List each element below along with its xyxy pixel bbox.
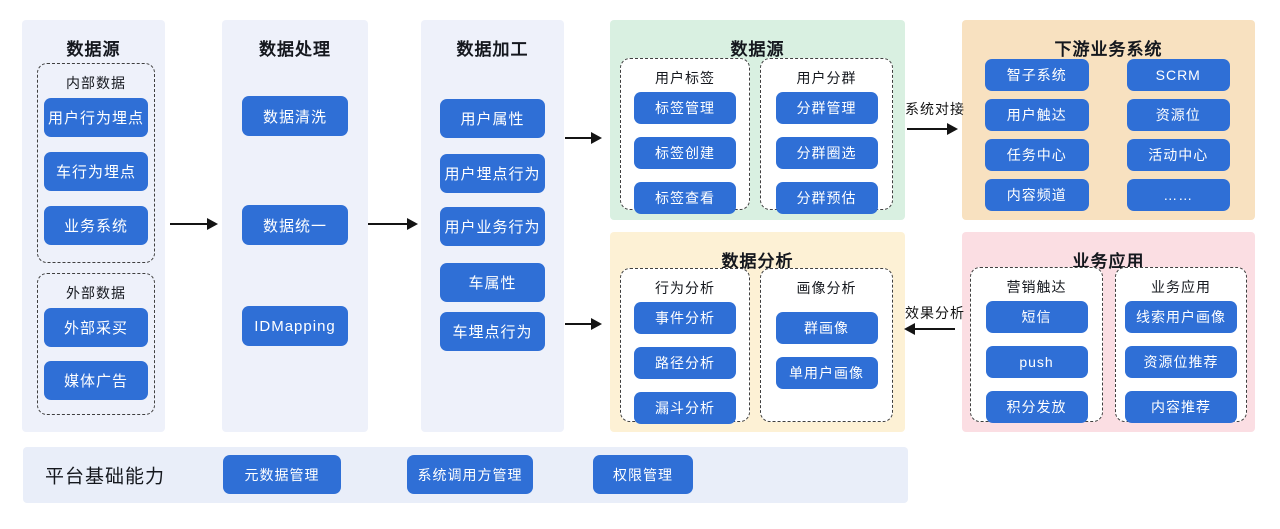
panel-downstream-systems: 下游业务系统 智子系统 SCRM 用户触达 资源位 任务中心 活动中心 内容频道… <box>962 20 1255 220</box>
node-task-center: 任务中心 <box>985 139 1089 171</box>
node-media-ads: 媒体广告 <box>44 361 148 400</box>
footer-title: 平台基础能力 <box>45 466 166 488</box>
node-metadata-management: 元数据管理 <box>223 455 341 494</box>
arrow-system-link-label: 系统对接 <box>905 101 965 117</box>
panel-data-processing: 数据处理 数据清洗 数据统一 IDMapping <box>222 20 368 432</box>
node-user-reach: 用户触达 <box>985 99 1089 131</box>
panel-data-service-title: 数据源 <box>730 40 785 59</box>
group-external-data-label: 外部数据 <box>66 285 126 301</box>
panel-data-refining: 数据加工 用户属性 用户埋点行为 用户业务行为 车属性 车埋点行为 <box>421 20 564 432</box>
node-event-analysis: 事件分析 <box>634 302 736 334</box>
arrow-source-to-processing <box>170 218 218 230</box>
node-content-recommendation: 内容推荐 <box>1125 391 1237 423</box>
node-user-attribute: 用户属性 <box>440 99 545 138</box>
arrow-refining-to-analysis <box>565 318 602 330</box>
footer-platform-capabilities: 平台基础能力 元数据管理 系统调用方管理 权限管理 <box>23 447 908 503</box>
group-profile-analysis: 画像分析 群画像 单用户画像 <box>760 268 893 422</box>
group-business-application: 业务应用 线索用户画像 资源位推荐 内容推荐 <box>1115 267 1247 423</box>
node-path-analysis: 路径分析 <box>634 347 736 379</box>
node-ellipsis: …… <box>1126 179 1230 211</box>
node-lead-user-profile: 线索用户画像 <box>1125 301 1237 333</box>
panel-data-service: 数据源 用户标签 标签管理 标签创建 标签查看 用户分群 分群管理 分群圈选 分… <box>610 20 905 220</box>
node-user-behavior-tracking: 用户行为埋点 <box>44 98 148 137</box>
node-zhizi-system: 智子系统 <box>985 59 1089 91</box>
panel-downstream-systems-title: 下游业务系统 <box>1054 40 1163 59</box>
arrow-refining-to-service <box>565 132 602 144</box>
node-resource-slot-recommendation: 资源位推荐 <box>1125 346 1237 378</box>
node-segment-management: 分群管理 <box>775 92 878 124</box>
panel-data-source-title: 数据源 <box>66 40 121 59</box>
panel-data-analysis: 数据分析 行为分析 事件分析 路径分析 漏斗分析 画像分析 群画像 单用户画像 <box>610 232 905 432</box>
node-business-system: 业务系统 <box>44 206 148 245</box>
node-tag-management: 标签管理 <box>634 92 736 124</box>
panel-data-analysis-title: 数据分析 <box>721 252 794 271</box>
node-points-distribution: 积分发放 <box>985 391 1088 423</box>
node-funnel-analysis: 漏斗分析 <box>634 392 736 424</box>
node-tag-view: 标签查看 <box>634 182 736 214</box>
group-marketing-reach-label: 营销触达 <box>1006 279 1067 295</box>
group-behavior-analysis-label: 行为分析 <box>655 280 715 296</box>
arrow-system-link <box>907 123 958 135</box>
node-segment-estimation: 分群预估 <box>775 182 878 214</box>
node-push: push <box>985 346 1088 378</box>
node-content-channel: 内容频道 <box>985 179 1089 211</box>
panel-business-application: 业务应用 营销触达 短信 push 积分发放 业务应用 线索用户画像 资源位推荐… <box>962 232 1255 432</box>
group-business-application-label: 业务应用 <box>1151 279 1211 295</box>
node-car-behavior-tracking: 车行为埋点 <box>44 152 148 191</box>
arrow-effect-analysis <box>904 323 955 335</box>
node-segment-selection: 分群圈选 <box>775 137 878 169</box>
group-marketing-reach: 营销触达 短信 push 积分发放 <box>970 267 1103 423</box>
group-external-data: 外部数据 外部采买 媒体广告 <box>37 273 155 415</box>
node-data-unification: 数据统一 <box>242 205 348 245</box>
node-scrm: SCRM <box>1126 59 1230 91</box>
node-user-tracking-behavior: 用户埋点行为 <box>440 154 545 193</box>
node-permission-management: 权限管理 <box>593 455 693 494</box>
node-idmapping: IDMapping <box>242 306 348 346</box>
panel-data-processing-title: 数据处理 <box>259 40 331 59</box>
group-internal-data-label: 内部数据 <box>66 75 126 91</box>
panel-data-refining-title: 数据加工 <box>456 40 529 59</box>
group-user-tags-label: 用户标签 <box>655 70 715 86</box>
node-car-tracking-behavior: 车埋点行为 <box>440 312 545 351</box>
group-profile-analysis-label: 画像分析 <box>796 280 857 296</box>
node-activity-center: 活动中心 <box>1126 139 1230 171</box>
group-user-segments-label: 用户分群 <box>796 70 857 86</box>
arrow-effect-analysis-label: 效果分析 <box>905 305 965 321</box>
node-single-user-profile: 单用户画像 <box>775 357 878 389</box>
node-resource-slot: 资源位 <box>1126 99 1230 131</box>
node-system-caller-management: 系统调用方管理 <box>407 455 533 494</box>
arrow-processing-to-refining <box>368 218 418 230</box>
node-user-business-behavior: 用户业务行为 <box>440 207 545 246</box>
panel-data-source: 数据源 内部数据 用户行为埋点 车行为埋点 业务系统 外部数据 外部采买 媒体广… <box>22 20 165 432</box>
group-user-tags: 用户标签 标签管理 标签创建 标签查看 <box>620 58 750 214</box>
panel-business-application-title: 业务应用 <box>1072 252 1145 271</box>
group-behavior-analysis: 行为分析 事件分析 路径分析 漏斗分析 <box>620 268 750 424</box>
group-internal-data: 内部数据 用户行为埋点 车行为埋点 业务系统 <box>37 63 155 263</box>
node-car-attribute: 车属性 <box>440 263 545 302</box>
node-sms: 短信 <box>985 301 1088 333</box>
node-group-profile: 群画像 <box>775 312 878 344</box>
node-external-purchase: 外部采买 <box>44 308 148 347</box>
group-user-segments: 用户分群 分群管理 分群圈选 分群预估 <box>760 58 893 214</box>
node-tag-creation: 标签创建 <box>634 137 736 169</box>
node-data-cleaning: 数据清洗 <box>242 96 348 136</box>
